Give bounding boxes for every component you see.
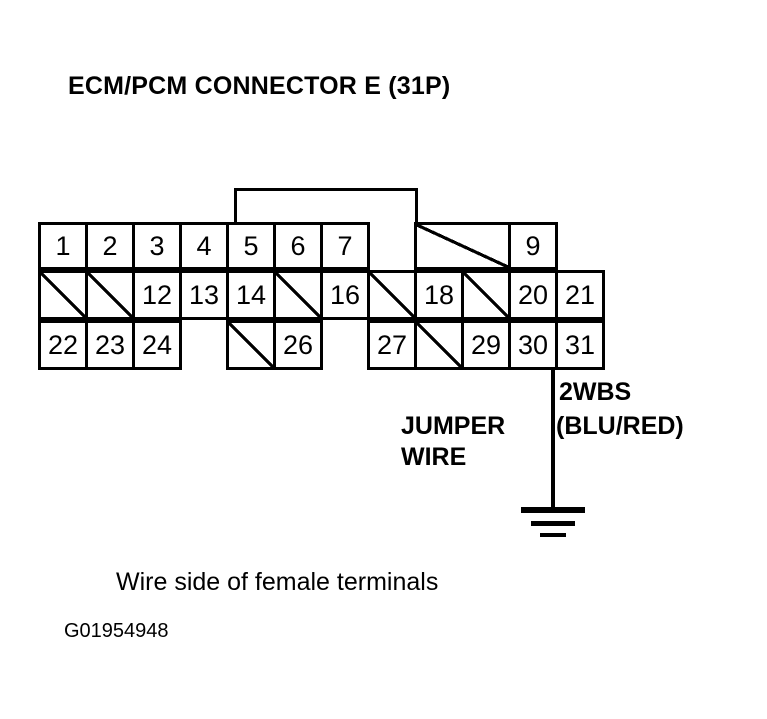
diagram-title: ECM/PCM CONNECTOR E (31P) — [68, 72, 451, 100]
terminal-cell-19-unused — [461, 270, 511, 320]
terminal-cell-3: 3 — [132, 222, 182, 270]
wire-code-label: 2WBS — [559, 378, 632, 406]
terminal-label: 30 — [517, 329, 549, 360]
terminal-cell-29: 29 — [461, 320, 511, 370]
terminal-cell-25-unused — [226, 320, 276, 370]
terminal-cell-11-unused — [85, 270, 135, 320]
terminal-label: 2 — [102, 230, 118, 261]
ground-symbol-bar-1 — [521, 507, 585, 513]
terminal-cell-5: 5 — [226, 222, 276, 270]
terminal-label: 9 — [525, 230, 541, 261]
terminal-cell-30: 30 — [508, 320, 558, 370]
terminal-cell-24: 24 — [132, 320, 182, 370]
terminal-label: 24 — [141, 329, 173, 360]
terminal-label: 14 — [235, 279, 267, 310]
terminal-label: 22 — [47, 329, 79, 360]
terminal-label: 26 — [282, 329, 314, 360]
terminal-label: 13 — [188, 279, 220, 310]
terminal-label: 23 — [94, 329, 126, 360]
connector-grid: 1 2 3 4 5 6 7 9 12 13 14 16 18 20 21 22 … — [38, 188, 630, 370]
terminal-cell-28-unused — [414, 320, 464, 370]
terminal-cell-21: 21 — [555, 270, 605, 320]
terminal-cell-18: 18 — [414, 270, 464, 320]
terminal-label: 29 — [470, 329, 502, 360]
terminal-label: 6 — [290, 230, 306, 261]
terminal-cell-14: 14 — [226, 270, 276, 320]
terminal-slot-empty-bottom-1 — [179, 320, 229, 370]
wire-color-label: (BLU/RED) — [556, 412, 684, 440]
terminal-cell-26: 26 — [273, 320, 323, 370]
terminal-cell-15-unused — [273, 270, 323, 320]
terminal-label: 7 — [337, 230, 353, 261]
terminal-cell-6: 6 — [273, 222, 323, 270]
terminal-slot-empty-bottom-2 — [320, 320, 370, 370]
terminal-label: 12 — [141, 279, 173, 310]
terminal-cell-23: 23 — [85, 320, 135, 370]
terminal-cell-10-unused — [38, 270, 88, 320]
terminal-cell-20: 20 — [508, 270, 558, 320]
terminal-cell-22: 22 — [38, 320, 88, 370]
terminal-cell-8-unused — [414, 222, 511, 270]
terminal-slot-empty-top — [367, 222, 417, 270]
terminal-label: 31 — [564, 329, 596, 360]
terminal-label: 3 — [149, 230, 165, 261]
figure-caption: Wire side of female terminals — [116, 568, 439, 596]
terminal-label: 5 — [243, 230, 259, 261]
terminal-cell-13: 13 — [179, 270, 229, 320]
terminal-label: 27 — [376, 329, 408, 360]
terminal-label: 21 — [564, 279, 596, 310]
connector-latch-tab — [234, 188, 418, 225]
terminal-cell-16: 16 — [320, 270, 370, 320]
terminal-label: 4 — [196, 230, 212, 261]
figure-id-label: G01954948 — [64, 620, 169, 642]
terminal-cell-12: 12 — [132, 270, 182, 320]
terminal-cell-2: 2 — [85, 222, 135, 270]
terminal-label: 20 — [517, 279, 549, 310]
terminal-label: 16 — [329, 279, 361, 310]
terminal-cell-27: 27 — [367, 320, 417, 370]
jumper-wire-label-line2: WIRE — [401, 443, 467, 471]
ground-wire-line — [551, 368, 555, 508]
ground-symbol-bar-2 — [531, 521, 575, 526]
ground-symbol-bar-3 — [540, 533, 566, 537]
terminal-cell-31: 31 — [555, 320, 605, 370]
terminal-label: 1 — [55, 230, 71, 261]
terminal-cell-4: 4 — [179, 222, 229, 270]
terminal-label: 18 — [423, 279, 455, 310]
jumper-wire-label-line1: JUMPER — [401, 412, 506, 440]
terminal-cell-17-unused — [367, 270, 417, 320]
terminal-cell-9: 9 — [508, 222, 558, 270]
terminal-cell-1: 1 — [38, 222, 88, 270]
terminal-cell-7: 7 — [320, 222, 370, 270]
